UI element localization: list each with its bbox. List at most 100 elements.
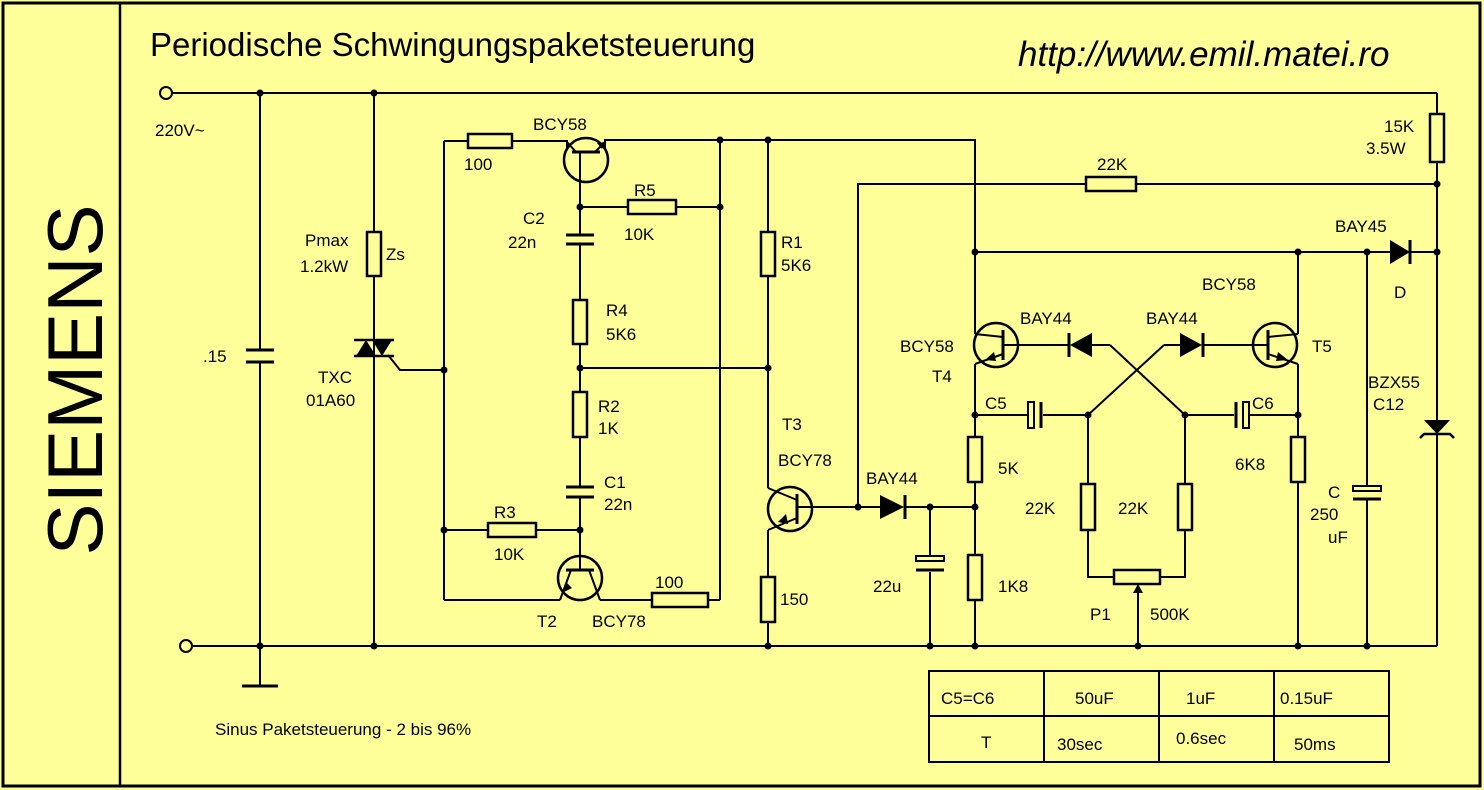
capacitor-c6 bbox=[1234, 401, 1250, 429]
capacitors bbox=[246, 233, 1382, 572]
resistor-100-top bbox=[466, 132, 514, 150]
label-pmax: Pmax bbox=[305, 231, 349, 250]
label-c-main-value: 250 bbox=[1310, 505, 1338, 524]
table-cell: 30sec bbox=[1057, 735, 1103, 754]
capacitor-c5 bbox=[1027, 401, 1043, 429]
table-cell: 0.15uF bbox=[1280, 689, 1333, 708]
label-r-22k-long: 22K bbox=[1097, 155, 1128, 174]
transistor-t5 bbox=[1251, 321, 1299, 369]
label-bcy58-top: BCY58 bbox=[533, 115, 587, 134]
label-c-main: C bbox=[1328, 483, 1340, 502]
label-r2-value: 1K bbox=[598, 419, 619, 438]
resistors bbox=[365, 112, 1446, 624]
label-r-100-bottom: 100 bbox=[655, 573, 683, 592]
label-c6: C6 bbox=[1252, 394, 1274, 413]
brand-logo: SIEMENS bbox=[31, 204, 119, 555]
label-r3-value: 10K bbox=[494, 545, 525, 564]
resistor-r1 bbox=[759, 230, 777, 278]
label-c2: C2 bbox=[523, 209, 545, 228]
label-t5-type: BCY58 bbox=[1202, 275, 1256, 294]
table-cell: 50uF bbox=[1075, 689, 1114, 708]
diode-bay44-left bbox=[1067, 333, 1092, 357]
label-p1: P1 bbox=[1090, 605, 1111, 624]
label-r2: R2 bbox=[598, 397, 620, 416]
resistor-r2 bbox=[571, 390, 589, 439]
resistor-100-bottom bbox=[650, 591, 710, 609]
table-cell: C5=C6 bbox=[941, 689, 994, 708]
capacitor-22u bbox=[915, 555, 945, 572]
label-c5: C5 bbox=[985, 394, 1007, 413]
resistor-zs bbox=[365, 230, 383, 278]
label-c-main-unit: uF bbox=[1328, 528, 1348, 547]
label-bay44-mid: BAY44 bbox=[866, 469, 918, 488]
label-bzx55-type: C12 bbox=[1373, 395, 1404, 414]
label-t4: T4 bbox=[932, 367, 952, 386]
label-r-5k: 5K bbox=[998, 459, 1019, 478]
label-t3: T3 bbox=[782, 415, 802, 434]
resistor-22k-b bbox=[1176, 482, 1194, 532]
label-r5-value: 10K bbox=[624, 225, 655, 244]
label-txc: TXC bbox=[318, 368, 352, 387]
label-p1-value: 500K bbox=[1150, 605, 1190, 624]
resistor-r4 bbox=[571, 298, 589, 346]
resistor-22k-long bbox=[1084, 175, 1138, 193]
wiring bbox=[172, 92, 1438, 688]
label-r-15k: 15K bbox=[1384, 117, 1415, 136]
diode-bay45 bbox=[1390, 240, 1412, 264]
table-cell: 50ms bbox=[1294, 735, 1336, 754]
label-c1: C1 bbox=[604, 473, 626, 492]
label-r-22k-b: 22K bbox=[1118, 499, 1149, 518]
diagram-title: Periodische Schwingungspaketsteuerung bbox=[150, 26, 755, 63]
label-r1-value: 5K6 bbox=[781, 256, 811, 275]
label-r4: R4 bbox=[606, 301, 628, 320]
label-r4-value: 5K6 bbox=[606, 325, 636, 344]
resistor-150 bbox=[759, 575, 777, 624]
label-t2: T2 bbox=[537, 612, 557, 631]
label-r-22k-a: 22K bbox=[1025, 499, 1056, 518]
table-cell: T bbox=[981, 733, 991, 752]
triac-txc bbox=[354, 338, 394, 358]
website-url[interactable]: http://www.emil.matei.ro bbox=[1018, 35, 1390, 74]
label-bay45: BAY45 bbox=[1335, 217, 1387, 236]
label-r-150: 150 bbox=[780, 590, 808, 609]
timing-table: C5=C6 50uF 1uF 0.15uF T 30sec 0.6sec 50m… bbox=[928, 670, 1390, 763]
terminals bbox=[159, 86, 193, 653]
label-r-6k8: 6K8 bbox=[1235, 455, 1265, 474]
label-bay44-right: BAY44 bbox=[1146, 309, 1198, 328]
capacitor-250uf bbox=[1352, 485, 1382, 501]
table-cell: 0.6sec bbox=[1176, 729, 1227, 748]
label-supply: 220V~ bbox=[155, 121, 205, 140]
label-r-100-top: 100 bbox=[464, 155, 492, 174]
capacitor-c2 bbox=[566, 233, 594, 246]
label-c2-value: 22n bbox=[508, 233, 536, 252]
label-c1-value: 22n bbox=[604, 495, 632, 514]
terminal-top bbox=[159, 86, 173, 100]
label-cap-main: .15 bbox=[203, 347, 227, 366]
label-bay44-left: BAY44 bbox=[1020, 309, 1072, 328]
resistor-22k-a bbox=[1079, 482, 1097, 532]
resistor-6k8 bbox=[1289, 435, 1307, 484]
caption: Sinus Paketsteuerung - 2 bis 96% bbox=[215, 720, 471, 739]
label-t4-type: BCY58 bbox=[900, 337, 954, 356]
potentiometer-p1 bbox=[1112, 568, 1162, 586]
table-cell: 1uF bbox=[1186, 689, 1215, 708]
capacitor-c1 bbox=[566, 485, 594, 499]
label-t5: T5 bbox=[1312, 337, 1332, 356]
transistor-t3 bbox=[766, 485, 814, 533]
transistor-t4 bbox=[972, 321, 1020, 369]
junction-dots bbox=[256, 89, 1441, 650]
label-pmax-value: 1.2kW bbox=[300, 257, 348, 276]
resistor-15k bbox=[1428, 112, 1446, 164]
zener-bzx55 bbox=[1419, 420, 1455, 439]
label-t2-type: BCY78 bbox=[592, 612, 646, 631]
label-r-1k8: 1K8 bbox=[998, 577, 1028, 596]
label-r5: R5 bbox=[634, 181, 656, 200]
transistor-t2 bbox=[556, 554, 604, 602]
diode-bay44-right bbox=[1180, 333, 1205, 357]
label-bzx55: BZX55 bbox=[1368, 373, 1420, 392]
label-t3-type: BCY78 bbox=[778, 451, 832, 470]
capacitor-015 bbox=[246, 348, 274, 364]
label-zs: Zs bbox=[386, 245, 405, 264]
resistor-r3 bbox=[486, 521, 538, 539]
